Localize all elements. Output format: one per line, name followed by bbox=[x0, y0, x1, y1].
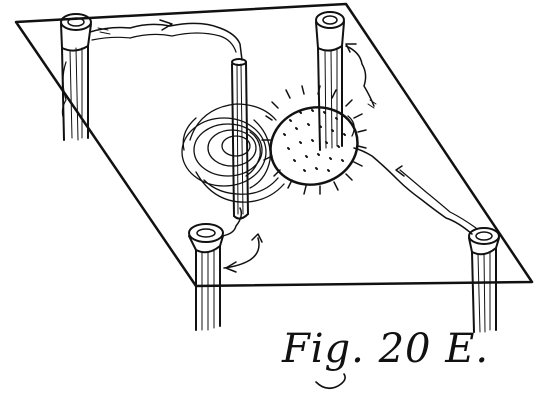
label-flourish bbox=[316, 374, 345, 388]
arrow-icon bbox=[252, 234, 262, 242]
arrow-icon bbox=[396, 166, 404, 176]
figure-label: Fig. 20 E. bbox=[282, 326, 489, 372]
plate bbox=[16, 4, 532, 286]
post-top-left bbox=[61, 14, 91, 140]
wire-bottom-right bbox=[354, 148, 476, 234]
post-top-right bbox=[316, 12, 344, 150]
post-bottom-right bbox=[469, 228, 499, 332]
post-bottom-left bbox=[189, 224, 223, 330]
